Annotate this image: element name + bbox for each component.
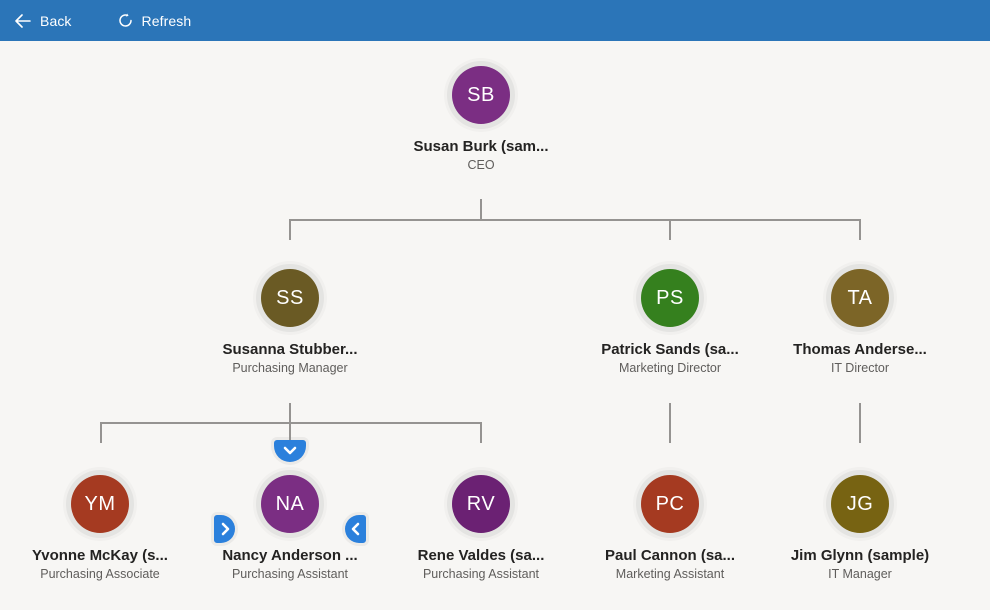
avatar[interactable]: RV	[452, 475, 510, 533]
avatar[interactable]: SS	[261, 269, 319, 327]
avatar-initials: SS	[276, 286, 304, 309]
avatar-initials: PS	[656, 286, 684, 309]
expand-previous-peer-button[interactable]	[214, 515, 235, 543]
node-title: CEO	[467, 158, 495, 172]
chevron-left-icon	[350, 520, 362, 538]
org-node-thomas-andersen[interactable]: TA Thomas Anderse... IT Director	[775, 269, 945, 377]
node-title: IT Manager	[828, 567, 892, 581]
chevron-down-icon	[281, 445, 299, 457]
avatar[interactable]: SB	[452, 66, 510, 124]
org-node-yvonne-mckay[interactable]: YM Yvonne McKay (s... Purchasing Associa…	[15, 475, 185, 583]
avatar[interactable]: PC	[641, 475, 699, 533]
refresh-icon	[118, 13, 133, 28]
node-title: Purchasing Assistant	[231, 567, 349, 581]
node-name: Paul Cannon (sa...	[604, 547, 736, 564]
node-name: Jim Glynn (sample)	[790, 547, 930, 564]
avatar[interactable]: TA	[831, 269, 889, 327]
back-label: Back	[40, 12, 72, 29]
node-title: Purchasing Assistant	[422, 567, 540, 581]
node-name: Susan Burk (sam...	[413, 138, 549, 155]
expand-next-peer-button[interactable]	[345, 515, 366, 543]
org-node-jim-glynn[interactable]: JG Jim Glynn (sample) IT Manager	[775, 475, 945, 583]
avatar-initials: SB	[467, 83, 495, 106]
node-title: IT Director	[830, 361, 890, 375]
avatar[interactable]: JG	[831, 475, 889, 533]
avatar-initials: YM	[84, 492, 116, 515]
node-name: Yvonne McKay (s...	[32, 547, 168, 564]
avatar-initials: PC	[655, 492, 685, 515]
org-node-susan-burk[interactable]: SB Susan Burk (sam... CEO	[396, 66, 566, 174]
node-title: Purchasing Associate	[40, 567, 160, 581]
command-bar: Back Refresh	[0, 0, 990, 41]
node-name: Susanna Stubber...	[222, 341, 358, 358]
node-title: Purchasing Manager	[232, 361, 348, 375]
node-name: Nancy Anderson ...	[222, 547, 358, 564]
node-name: Thomas Anderse...	[793, 341, 927, 358]
node-name: Patrick Sands (sa...	[601, 341, 739, 358]
avatar[interactable]: NA	[261, 475, 319, 533]
org-chart-canvas: SB Susan Burk (sam... CEO SS Susanna Stu…	[0, 41, 990, 610]
org-node-rene-valdes[interactable]: RV Rene Valdes (sa... Purchasing Assista…	[396, 475, 566, 583]
refresh-button[interactable]: Refresh	[104, 0, 206, 41]
avatar-initials: NA	[275, 492, 305, 515]
node-title: Marketing Assistant	[615, 567, 725, 581]
avatar-initials: RV	[466, 492, 496, 515]
back-arrow-icon	[14, 13, 31, 28]
org-node-susanna-stubberod[interactable]: SS Susanna Stubber... Purchasing Manager	[205, 269, 375, 377]
avatar[interactable]: PS	[641, 269, 699, 327]
org-node-paul-cannon[interactable]: PC Paul Cannon (sa... Marketing Assistan…	[585, 475, 755, 583]
org-node-patrick-sands[interactable]: PS Patrick Sands (sa... Marketing Direct…	[585, 269, 755, 377]
avatar[interactable]: YM	[71, 475, 129, 533]
org-connector-lines	[100, 199, 861, 443]
avatar-initials: TA	[847, 286, 873, 309]
node-name: Rene Valdes (sa...	[417, 547, 545, 564]
avatar-initials: JG	[846, 492, 874, 515]
chevron-right-icon	[219, 520, 231, 538]
node-title: Marketing Director	[618, 361, 722, 375]
org-node-nancy-anderson[interactable]: NA Nancy Anderson ... Purchasing Assista…	[205, 475, 375, 583]
back-button[interactable]: Back	[0, 0, 86, 41]
refresh-label: Refresh	[141, 12, 192, 29]
collapse-branch-button[interactable]	[274, 440, 306, 462]
